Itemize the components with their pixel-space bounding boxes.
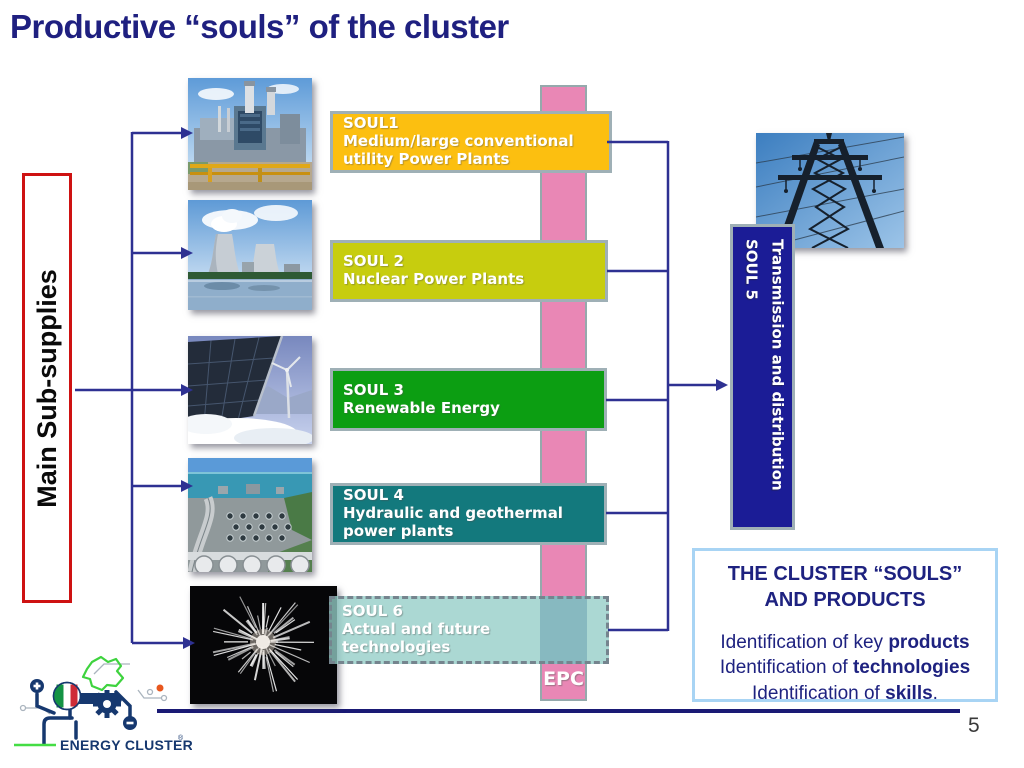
- footer-divider-line: [157, 709, 960, 713]
- energy-cluster-logo: ENERGY CLUSTER ®: [12, 646, 193, 764]
- hydraulic-plant-photo: [188, 458, 312, 572]
- minus-icon: [123, 716, 137, 730]
- spark-rays: [212, 596, 315, 693]
- nuclear-plant-photo: [188, 200, 312, 310]
- soul6-name: SOUL 6: [342, 602, 403, 621]
- soul1-box: SOUL1 Medium/large conventional utility …: [330, 111, 612, 173]
- renewable-energy-photo: [188, 336, 312, 444]
- page-number: 5: [968, 714, 980, 737]
- cluster-item-products: Identification of key products: [720, 632, 970, 653]
- soul1-desc: Medium/large conventional utility Power …: [343, 132, 574, 168]
- soul2-name: SOUL 2: [343, 252, 404, 271]
- soul6-desc: Actual and future technologies: [342, 620, 491, 656]
- soul4-box: SOUL 4 Hydraulic and geothermal power pl…: [330, 483, 607, 545]
- soul4-name: SOUL 4: [343, 486, 404, 505]
- soul1-name: SOUL1: [343, 114, 399, 133]
- logo-trademark: ®: [178, 734, 184, 742]
- logo-text: ENERGY CLUSTER: [60, 737, 192, 753]
- soul2-desc: Nuclear Power Plants: [343, 270, 525, 288]
- orange-node-icon: [156, 684, 164, 692]
- main-sub-supplies-label: Main Sub-supplies: [31, 268, 62, 508]
- lombardy-region-icon: [81, 655, 125, 692]
- epc-label: EPC: [543, 668, 584, 690]
- plus-icon: [30, 679, 44, 693]
- technology-sparks-photo: [190, 586, 337, 704]
- soul5-box: SOUL 5 Transmission and distribution: [730, 224, 795, 530]
- soul3-name: SOUL 3: [343, 380, 404, 399]
- soul3-box: SOUL 3 Renewable Energy: [330, 368, 607, 431]
- soul2-box: SOUL 2 Nuclear Power Plants: [330, 240, 608, 302]
- page-title: Productive “souls” of the cluster: [10, 8, 509, 45]
- soul3-desc: Renewable Energy: [343, 398, 500, 417]
- cluster-products-box: THE CLUSTER “SOULS” AND PRODUCTS Identif…: [692, 548, 998, 704]
- cluster-title-line2: AND PRODUCTS: [764, 589, 926, 611]
- cluster-title-line1: THE CLUSTER “SOULS”: [727, 563, 963, 585]
- soul5-name: SOUL 5: [742, 239, 761, 300]
- cluster-item-technologies: Identification of technologies: [719, 657, 971, 679]
- cluster-item-skills: Identification of skills.: [752, 682, 938, 704]
- gear-icon: [93, 690, 121, 718]
- transmission-tower-photo: [756, 133, 904, 248]
- main-sub-supplies-box: Main Sub-supplies: [22, 173, 72, 603]
- soul5-desc: Transmission and distribution: [768, 239, 787, 491]
- conventional-power-plant-photo: [188, 78, 312, 190]
- soul4-desc: Hydraulic and geothermal power plants: [343, 504, 563, 540]
- penstock-pipes: [226, 512, 292, 542]
- italy-flag-icon: [52, 681, 82, 711]
- soul6-box: SOUL 6 Actual and future technologies: [329, 596, 609, 664]
